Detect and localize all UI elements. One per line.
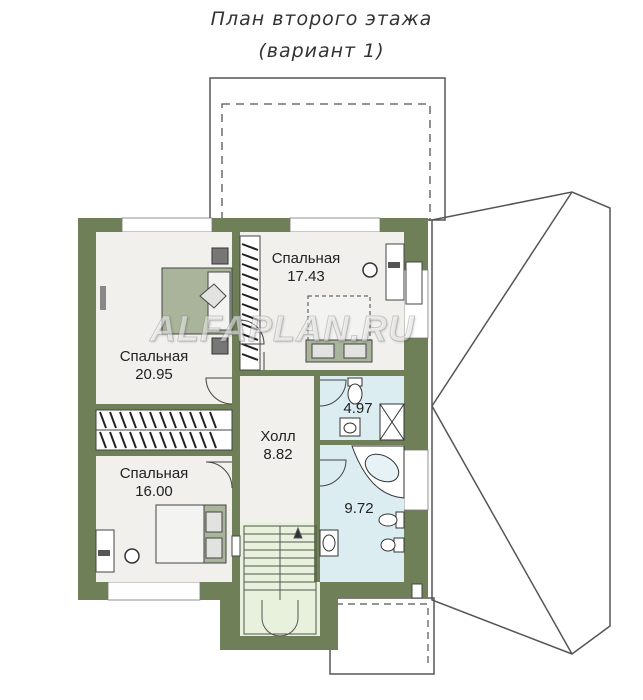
tv-panel	[100, 286, 106, 310]
desk-third	[95, 529, 140, 573]
bed-main	[161, 247, 233, 355]
room-hall-area: 8.82	[263, 446, 293, 463]
room-bedroom-a-area: 17.43	[287, 268, 325, 285]
wardrobe-left	[239, 235, 261, 371]
room-hall-name: Холл	[260, 428, 296, 445]
room-wc-area: 4.97	[343, 400, 373, 417]
shower	[379, 403, 405, 441]
wardrobe-middle	[95, 409, 233, 451]
room-bathroom-area: 9.72	[344, 500, 374, 517]
room-bedroom-c-area: 16.00	[135, 483, 173, 500]
desk-second	[362, 243, 423, 305]
watermark: ALFAPLAN.RU	[150, 308, 415, 350]
room-bedroom-a: Спальная 17.43	[256, 250, 356, 286]
staircase	[243, 525, 317, 637]
toilet-small	[347, 377, 363, 405]
room-bedroom-b-name: Спальная	[119, 348, 189, 365]
top-balcony	[209, 77, 446, 221]
bidet	[380, 537, 405, 553]
room-bedroom-b: Спальная 20.95	[104, 348, 204, 384]
sink-small	[339, 417, 361, 437]
doors	[205, 319, 347, 489]
plan-title: План второго этажа	[210, 8, 433, 30]
roof-outline	[431, 191, 611, 655]
windows	[107, 217, 429, 601]
bottom-terrace	[329, 597, 435, 675]
terrace-door	[411, 583, 423, 599]
room-bedroom-b-area: 20.95	[135, 366, 173, 383]
bed-third	[155, 504, 227, 564]
plan-subtitle: (вариант 1)	[258, 40, 385, 62]
interior-walls	[96, 232, 404, 582]
room-bedroom-c: Спальная 16.00	[104, 465, 204, 501]
room-bedroom-c-name: Спальная	[119, 465, 189, 482]
corner-bath	[351, 445, 405, 499]
toilet-bath	[378, 511, 405, 529]
room-hall: Холл 8.82	[242, 428, 314, 464]
bed-second	[305, 295, 373, 363]
room-bedroom-a-name: Спальная	[271, 250, 341, 267]
radiator	[231, 535, 241, 557]
sink-bath	[319, 529, 339, 557]
